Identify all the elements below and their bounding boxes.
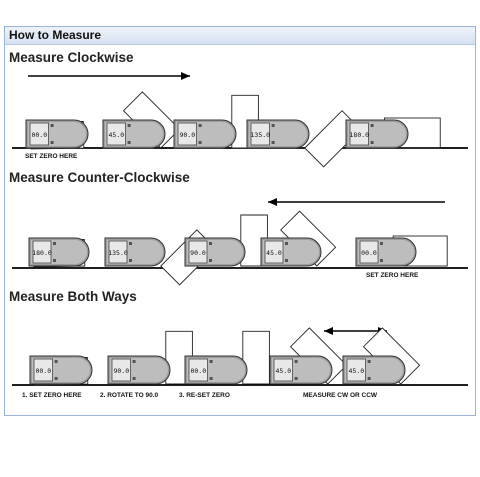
level-device: 45.0: [342, 327, 421, 385]
level-button: [209, 360, 213, 363]
level-device: 90.0: [173, 94, 259, 149]
level-readout: 135.0: [251, 131, 271, 139]
level-button: [209, 242, 212, 245]
level-readout: 135.0: [108, 249, 128, 257]
caption-step-2: 2. ROTATE TO 90.0: [100, 392, 159, 399]
how-to-measure-panel: How to Measure: [4, 26, 476, 416]
level-button: [271, 141, 275, 144]
level-device: 90.0: [184, 214, 268, 267]
level-display: [33, 358, 54, 382]
level-button: [50, 124, 54, 127]
level-display: [250, 122, 271, 146]
level-device: 135.0: [246, 110, 362, 168]
direction-arrow-head: [324, 327, 333, 335]
caption-step-1: 1. SET ZERO HERE: [22, 392, 82, 399]
direction-arrow-head: [268, 198, 277, 206]
level-button: [370, 141, 374, 144]
level-readout: 45.0: [108, 131, 124, 139]
level-button: [209, 377, 213, 380]
level-display: [32, 240, 52, 264]
level-button: [129, 242, 132, 245]
level-button: [367, 360, 371, 363]
level-button: [380, 242, 383, 245]
level-button: [380, 259, 383, 262]
level-button: [294, 377, 298, 380]
level-readout: 00.0: [35, 367, 51, 375]
level-button: [285, 259, 288, 262]
level-button: [50, 141, 54, 144]
heading-both-ways: Measure Both Ways: [9, 289, 137, 304]
level-display: [349, 122, 370, 146]
level-display: [188, 240, 208, 264]
level-display: [359, 240, 379, 264]
level-readout: 90.0: [179, 131, 195, 139]
level-device: 45.0: [260, 210, 337, 267]
level-arm: [242, 330, 270, 385]
panel-title-bar: How to Measure: [5, 27, 475, 45]
level-display: [106, 122, 127, 146]
caption-set-zero-ccw: SET ZERO HERE: [366, 272, 419, 279]
level-readout: 45.0: [275, 367, 291, 375]
heading-clockwise: Measure Clockwise: [9, 50, 134, 65]
level-readout: 90.0: [113, 367, 129, 375]
direction-arrow-head: [181, 72, 190, 80]
panel-title: How to Measure: [9, 28, 102, 42]
level-device: 00.0: [355, 235, 448, 267]
level-button: [209, 259, 212, 262]
level-display: [29, 122, 50, 146]
level-readout: 180.0: [350, 131, 370, 139]
level-button: [132, 377, 136, 380]
caption-step-3: 3. RE-SET ZERO: [179, 392, 230, 399]
level-readout: 180.0: [32, 249, 52, 257]
heading-counter-clockwise: Measure Counter-Clockwise: [9, 170, 190, 185]
level-device: 00.0: [29, 355, 93, 386]
level-readout: 00.0: [31, 131, 47, 139]
level-button: [127, 141, 131, 144]
level-display: [108, 240, 128, 264]
caption-set-zero-cw: SET ZERO HERE: [25, 153, 78, 160]
level-button: [370, 124, 374, 127]
level-display: [273, 358, 294, 382]
level-readout: 45.0: [266, 249, 282, 257]
level-device: 180.0: [28, 237, 90, 268]
level-readout: 00.0: [190, 367, 206, 375]
level-button: [271, 124, 275, 127]
level-button: [198, 124, 202, 127]
level-button: [53, 259, 56, 262]
level-readout: 00.0: [361, 249, 377, 257]
caption-measure-both: MEASURE CW OR CCW: [303, 392, 378, 399]
level-device: 45.0: [269, 327, 348, 385]
level-display: [177, 122, 198, 146]
level-button: [129, 259, 132, 262]
level-button: [54, 377, 58, 380]
level-button: [53, 242, 56, 245]
level-button: [132, 360, 136, 363]
level-device: 00.0: [25, 119, 89, 150]
level-readout: 45.0: [348, 367, 364, 375]
level-button: [367, 377, 371, 380]
level-display: [111, 358, 132, 382]
level-button: [198, 141, 202, 144]
level-display: [264, 240, 284, 264]
level-display: [346, 358, 367, 382]
level-device: 00.0: [184, 330, 270, 385]
level-readout: 90.0: [190, 249, 206, 257]
level-device: 45.0: [102, 91, 181, 149]
level-device: 90.0: [107, 330, 193, 385]
level-button: [54, 360, 58, 363]
level-button: [127, 124, 131, 127]
level-button: [294, 360, 298, 363]
level-button: [285, 242, 288, 245]
level-display: [188, 358, 209, 382]
level-device: 180.0: [345, 117, 441, 149]
